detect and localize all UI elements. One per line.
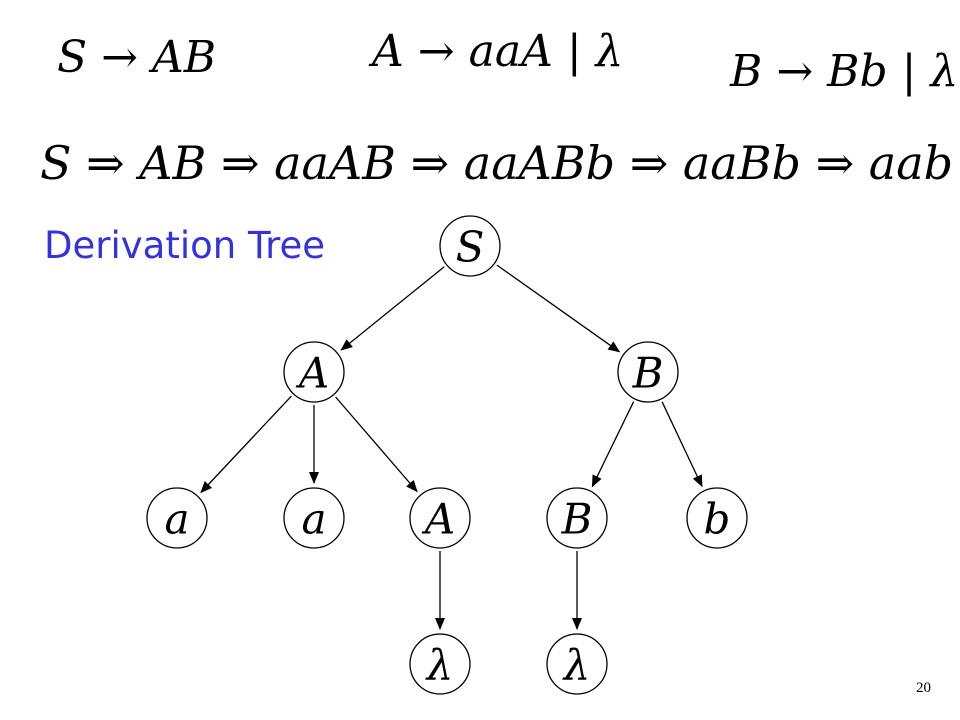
tree-node-b1: B <box>617 341 679 403</box>
node-label: B <box>632 349 664 398</box>
edge-a1-to-a2 <box>335 396 418 493</box>
tree-node-a1: A <box>283 341 345 403</box>
node-circle <box>283 341 345 403</box>
edge-b1-to-b <box>661 401 703 488</box>
node-label: A <box>421 495 455 544</box>
tree-node-aa: a <box>283 487 345 549</box>
node-label: a <box>301 495 326 544</box>
node-circle <box>439 215 501 277</box>
derivation-tree-title: Derivation Tree <box>44 224 326 267</box>
page-number: 20 <box>916 680 931 696</box>
tree-node-b2: B <box>546 487 608 549</box>
grammar-rule-b: B → Bb | λ <box>730 46 959 97</box>
node-label: a <box>164 495 189 544</box>
edge-s-to-a1 <box>340 266 445 351</box>
grammar-rule-a: A → aaA | λ <box>372 26 624 77</box>
tree-node-l2: λ <box>546 633 608 695</box>
node-circle <box>686 487 748 549</box>
grammar-rule-s: S → AB <box>57 32 217 83</box>
node-label: B <box>561 495 593 544</box>
edge-a1-to-a <box>200 395 292 494</box>
node-circle <box>283 487 345 549</box>
tree-node-l1: λ <box>409 633 471 695</box>
node-circle <box>546 487 608 549</box>
tree-node-s: S <box>439 215 501 277</box>
edge-s-to-b1 <box>496 264 621 353</box>
node-label: λ <box>562 641 591 690</box>
node-label: S <box>456 223 485 272</box>
tree-node-a2: A <box>409 487 471 549</box>
tree-edges <box>200 264 703 630</box>
node-circle <box>146 487 208 549</box>
edge-b1-to-b2 <box>591 401 635 488</box>
node-circle <box>409 633 471 695</box>
node-circle <box>617 341 679 403</box>
tree-node-a: a <box>146 487 208 549</box>
node-label: λ <box>425 641 454 690</box>
node-label: b <box>704 495 731 544</box>
tree-node-b: b <box>686 487 748 549</box>
node-circle <box>546 633 608 695</box>
node-label: A <box>295 349 329 398</box>
derivation-sequence: S ⇒ AB ⇒ aaAB ⇒ aaABb ⇒ aaBb ⇒ aab <box>40 136 954 190</box>
node-circle <box>409 487 471 549</box>
